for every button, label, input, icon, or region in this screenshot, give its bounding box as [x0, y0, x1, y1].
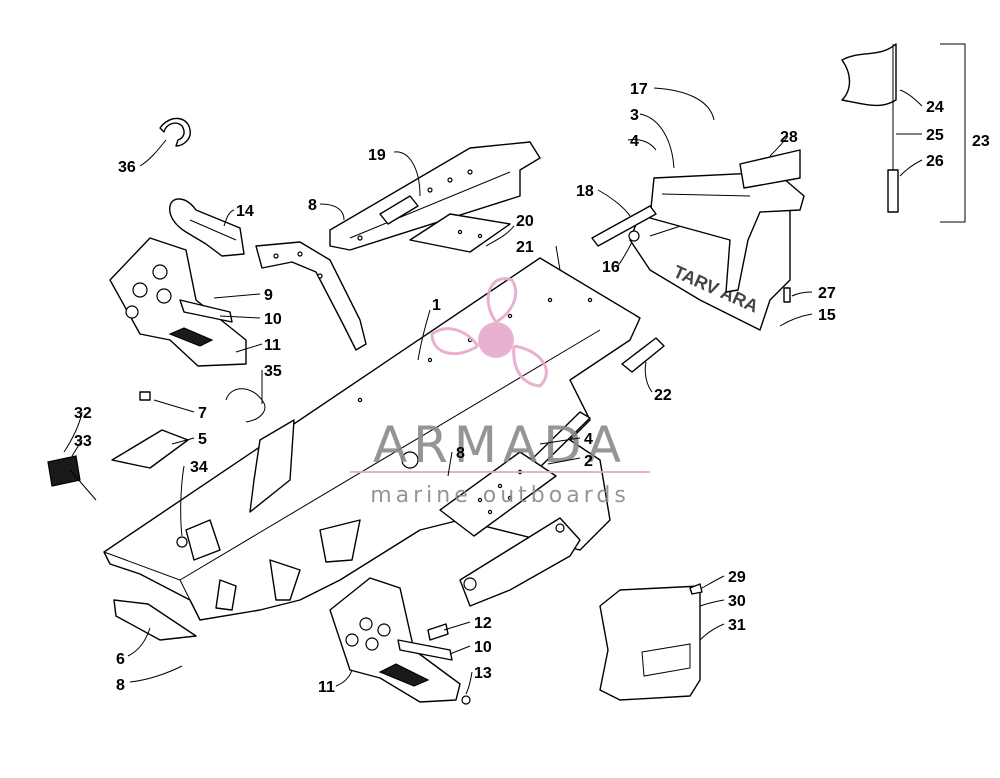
callout-18: 18 — [576, 183, 594, 200]
part-16-washer — [628, 230, 640, 242]
callout-12: 12 — [474, 615, 492, 632]
callout-14: 14 — [236, 203, 254, 220]
callout-8-lower: 8 — [116, 677, 125, 694]
callout-2: 2 — [584, 453, 593, 470]
part-7-bolt — [139, 391, 151, 401]
callout-1: 1 — [432, 297, 441, 314]
part-31-cover — [599, 585, 701, 701]
part-11-skid-plate-lower — [329, 577, 461, 703]
callout-13: 13 — [474, 665, 492, 682]
callout-30: 30 — [728, 593, 746, 610]
part-8-link-arm — [255, 241, 367, 351]
callout-11-upper: 11 — [264, 337, 281, 354]
part-34-grommet — [176, 536, 188, 548]
callout-11-lower: 11 — [318, 679, 335, 696]
callout-6: 6 — [116, 651, 125, 668]
part-12-bolt — [427, 623, 449, 641]
part-19-channel-bracket — [329, 141, 541, 251]
callout-36: 36 — [118, 159, 136, 176]
callout-4-middle: 4 — [584, 431, 593, 448]
part-26-pole-base — [887, 169, 899, 213]
callout-23: 23 — [972, 133, 990, 150]
part-13-nut — [461, 695, 471, 705]
part-27-bolt — [783, 287, 791, 303]
callout-16: 16 — [602, 259, 620, 276]
part-11-skid-plate-upper — [109, 237, 247, 367]
watermark-logo-propeller — [430, 277, 548, 388]
callout-22: 22 — [654, 387, 672, 404]
part-28-decal — [739, 149, 801, 189]
callout-31: 31 — [728, 617, 746, 634]
part-33-taillight — [47, 455, 97, 501]
part-6-lower-bracket — [113, 599, 197, 641]
callout-29: 29 — [728, 569, 746, 586]
callout-35: 35 — [264, 363, 282, 380]
callout-25: 25 — [926, 127, 944, 144]
callout-15: 15 — [818, 307, 836, 324]
leader-lines — [63, 43, 966, 695]
callout-33: 33 — [74, 433, 92, 450]
watermark-tagline: marine outboards — [370, 483, 630, 508]
part-3-bumper-bar — [649, 171, 805, 293]
callout-labels: 36 19 14 8 20 21 9 10 11 35 1 17 3 4 28 … — [74, 81, 990, 696]
part-22-plate — [621, 337, 665, 373]
callout-19: 19 — [368, 147, 386, 164]
part-lower-side-plate — [459, 517, 581, 607]
callout-4-upper: 4 — [630, 133, 639, 150]
callout-10-lower: 10 — [474, 639, 492, 656]
callout-28: 28 — [780, 129, 798, 146]
callout-20: 20 — [516, 213, 534, 230]
part-5-bracket — [111, 429, 189, 469]
callout-32: 32 — [74, 405, 92, 422]
part-36-clip-ring — [159, 117, 191, 147]
callout-3: 3 — [630, 107, 639, 124]
callout-21: 21 — [516, 239, 534, 256]
part-20-plate — [409, 213, 511, 253]
watermark: ARMADA marine outboards — [350, 277, 650, 508]
callout-26: 26 — [926, 153, 944, 170]
callout-27: 27 — [818, 285, 836, 302]
callout-7: 7 — [198, 405, 207, 422]
part-35-cable — [225, 388, 266, 423]
callout-17: 17 — [630, 81, 648, 98]
callout-24: 24 — [926, 99, 944, 116]
callout-10-upper: 10 — [264, 311, 282, 328]
callout-8-middle: 8 — [456, 445, 465, 462]
watermark-brand: ARMADA — [373, 416, 627, 474]
callout-5: 5 — [198, 431, 207, 448]
part-24-flag — [841, 43, 897, 107]
callout-34: 34 — [190, 459, 208, 476]
part-14-handle-bracket — [169, 198, 245, 257]
callout-8-upper: 8 — [308, 197, 317, 214]
part-29-screw — [689, 583, 703, 595]
part-18-tube — [591, 205, 657, 247]
callout-9: 9 — [264, 287, 273, 304]
